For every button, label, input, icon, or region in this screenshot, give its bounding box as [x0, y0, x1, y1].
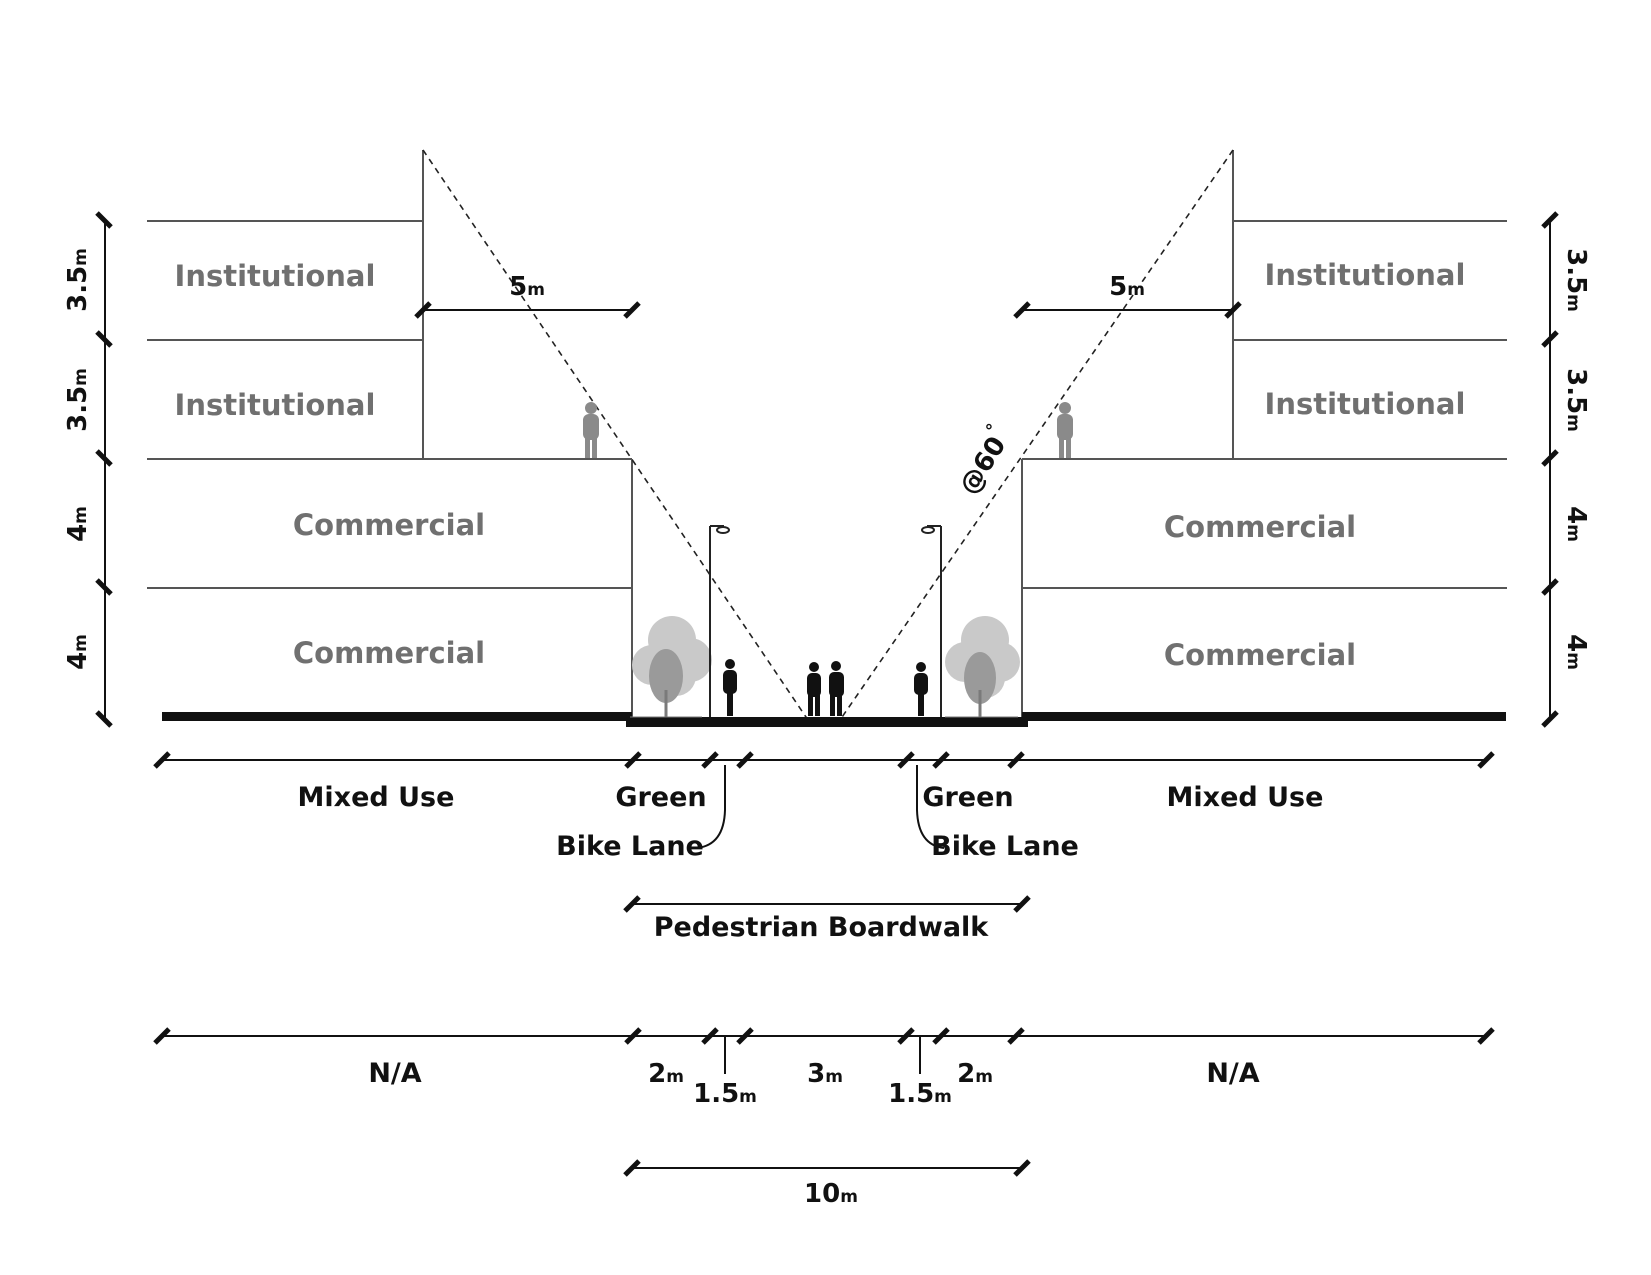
left-building: Institutional Institutional Commercial C…: [147, 150, 633, 720]
left-floor4-label: Institutional: [175, 259, 376, 293]
left-h2-unit: m: [71, 506, 91, 524]
svg-text:3m: 3m: [807, 1059, 843, 1089]
pedestrians-center-icon: [807, 661, 844, 716]
right-h3-unit: m: [1563, 414, 1583, 432]
svg-text:5m: 5m: [1109, 272, 1145, 302]
left-lamp-post-icon: [709, 525, 730, 717]
bike-right-width-unit: m: [934, 1087, 952, 1107]
right-h1-unit: m: [1563, 652, 1583, 670]
mixed-use-right-label: Mixed Use: [1167, 782, 1324, 813]
left-h2-value: 4: [63, 524, 93, 542]
right-height-dimensions: 3.5m 3.5m 4m 4m: [1541, 211, 1591, 728]
right-floor4-label: Institutional: [1265, 258, 1466, 292]
green-right-width-unit: m: [975, 1067, 993, 1087]
boardwalk-deck: [626, 717, 1028, 727]
bike-left-width-unit: m: [739, 1087, 757, 1107]
svg-text:4m: 4m: [63, 506, 93, 542]
bike-left-width-value: 1.5: [693, 1079, 739, 1109]
right-tree-icon: [945, 616, 1020, 718]
left-setback-dimension: 5m: [414, 272, 641, 319]
right-floor2-label: Commercial: [1164, 510, 1356, 544]
svg-text:3.5m: 3.5m: [63, 248, 93, 312]
right-building: Institutional Institutional Commercial C…: [1021, 150, 1507, 720]
left-floor2-label: Commercial: [293, 508, 485, 542]
left-floor1-label: Commercial: [293, 636, 485, 670]
green-right-label: Green: [922, 782, 1013, 813]
svg-text:1.5m: 1.5m: [693, 1079, 757, 1109]
left-ground-slab: [162, 712, 632, 721]
svg-text:10m: 10m: [804, 1179, 858, 1209]
angle-value: @60: [954, 431, 1012, 500]
green-left-width-value: 2: [648, 1059, 666, 1089]
green-left-label: Green: [615, 782, 706, 813]
right-lamp-post-icon: [921, 525, 942, 717]
svg-text:4m: 4m: [63, 634, 93, 670]
green-right-width-value: 2: [957, 1059, 975, 1089]
angle-label: @60 °: [954, 420, 1012, 500]
right-setback-value: 5: [1109, 272, 1127, 302]
right-ground-slab: [1022, 712, 1506, 721]
left-setback-value: 5: [509, 272, 527, 302]
total-width-unit: m: [840, 1187, 858, 1207]
left-h1-value: 4: [63, 652, 93, 670]
right-h4-unit: m: [1563, 294, 1583, 312]
right-setback-unit: m: [1127, 280, 1145, 300]
right-h1-value: 4: [1561, 634, 1591, 652]
green-left-width-unit: m: [666, 1067, 684, 1087]
left-setback-unit: m: [527, 280, 545, 300]
bike-lane-right-label: Bike Lane: [931, 831, 1079, 862]
svg-text:3.5m: 3.5m: [63, 368, 93, 432]
bike-lane-left-label: Bike Lane: [556, 831, 704, 862]
right-h2-unit: m: [1563, 524, 1583, 542]
walk-width-unit: m: [825, 1067, 843, 1087]
na-right-label: N/A: [1206, 1058, 1259, 1089]
cyclist-left-icon: [723, 659, 737, 716]
total-width-dimension: [623, 1159, 1031, 1177]
left-h4-value: 3.5: [63, 266, 93, 312]
right-setback-dimension: 5m: [1013, 272, 1242, 319]
right-h2-value: 4: [1561, 506, 1591, 524]
left-h3-unit: m: [71, 368, 91, 386]
right-floor1-label: Commercial: [1164, 638, 1356, 672]
svg-text:4m: 4m: [1561, 506, 1591, 542]
left-h4-unit: m: [71, 248, 91, 266]
right-sight-line: [839, 149, 1234, 721]
svg-text:2m: 2m: [648, 1059, 684, 1089]
walk-width-value: 3: [807, 1059, 825, 1089]
left-h1-unit: m: [71, 634, 91, 652]
right-h3-value: 3.5: [1561, 368, 1591, 414]
svg-text:3.5m: 3.5m: [1561, 248, 1591, 312]
svg-text:4m: 4m: [1561, 634, 1591, 670]
boardwalk-dimension: [623, 895, 1031, 913]
bike-lane-left-leader: [696, 765, 726, 849]
left-height-dimensions: 3.5m 3.5m 4m 4m: [63, 211, 113, 728]
left-sight-line: [422, 149, 809, 721]
person-gray-left-icon: [583, 402, 599, 458]
svg-text:2m: 2m: [957, 1059, 993, 1089]
mixed-use-left-label: Mixed Use: [298, 782, 455, 813]
svg-text:3.5m: 3.5m: [1561, 368, 1591, 432]
person-gray-right-icon: [1057, 402, 1073, 458]
pedestrian-boardwalk-label: Pedestrian Boardwalk: [654, 912, 990, 943]
width-dimension-line: [153, 1027, 1495, 1074]
right-floor3-label: Institutional: [1265, 387, 1466, 421]
svg-text:5m: 5m: [509, 272, 545, 302]
bike-right-width-value: 1.5: [888, 1079, 934, 1109]
left-floor3-label: Institutional: [175, 388, 376, 422]
cyclist-right-icon: [914, 662, 928, 716]
svg-text:1.5m: 1.5m: [888, 1079, 952, 1109]
left-h3-value: 3.5: [63, 386, 93, 432]
total-width-value: 10: [804, 1179, 840, 1209]
right-h4-value: 3.5: [1561, 248, 1591, 294]
zone-dimension-line: [153, 751, 1495, 769]
na-left-label: N/A: [368, 1058, 421, 1089]
left-tree-icon: [630, 616, 712, 718]
bike-lane-right-leader: [916, 765, 945, 849]
